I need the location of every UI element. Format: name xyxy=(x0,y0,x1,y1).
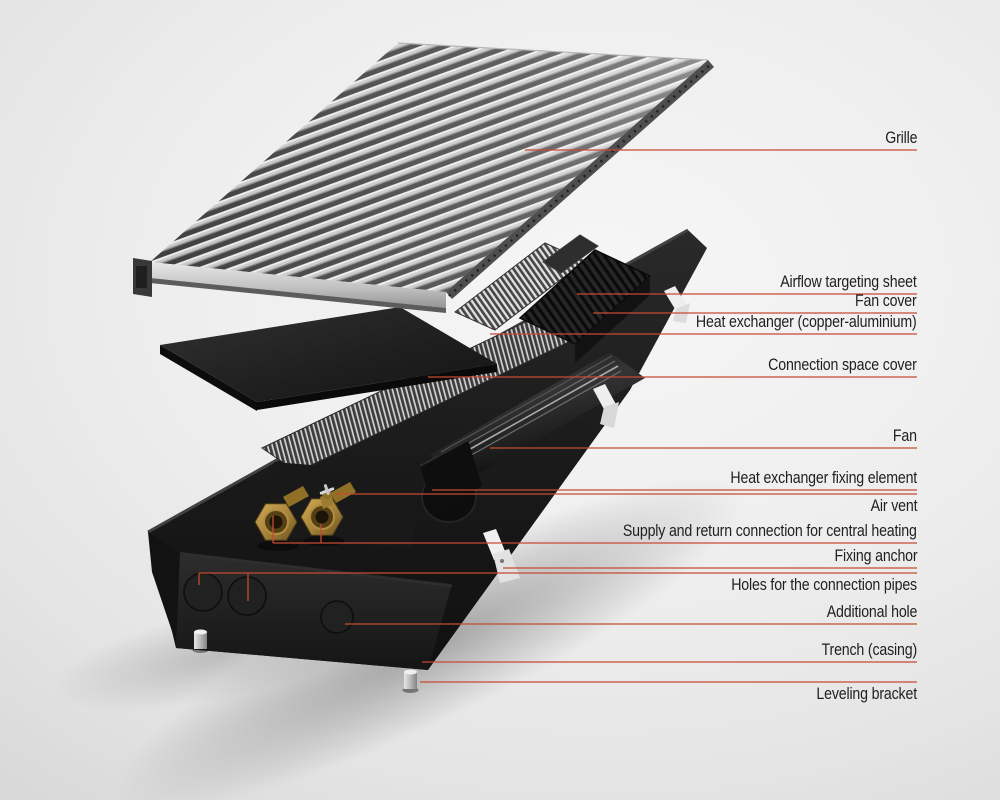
label-holes-for-connection-pipes: Holes for the connection pipes xyxy=(731,576,917,594)
connection-space-cover-part xyxy=(160,307,497,411)
label-air-vent: Air vent xyxy=(870,497,917,515)
label-connection-space-cover: Connection space cover xyxy=(768,356,918,374)
label-fixing-anchor: Fixing anchor xyxy=(834,547,917,565)
label-fan: Fan xyxy=(893,427,917,445)
label-leveling-bracket: Leveling bracket xyxy=(816,685,917,703)
label-supply-return-connection: Supply and return connection for central… xyxy=(623,522,917,540)
label-heat-exchanger-fixing-element: Heat exchanger fixing element xyxy=(730,469,917,487)
connection-pipe-holes xyxy=(183,572,354,634)
far-end-assembly xyxy=(454,234,652,363)
label-additional-hole: Additional hole xyxy=(826,603,917,621)
label-fan-cover: Fan cover xyxy=(855,292,917,310)
airflow-targeting-sheet-part xyxy=(542,234,599,274)
connection-partition xyxy=(264,462,422,548)
fixing-anchors xyxy=(483,286,690,583)
leveling-brackets xyxy=(192,629,419,693)
air-vent-part xyxy=(319,484,335,509)
grille-part xyxy=(133,42,714,313)
additional-hole-part xyxy=(320,600,354,634)
label-heat-exchanger: Heat exchanger (copper-aluminium) xyxy=(696,313,917,331)
label-trench-casing: Trench (casing) xyxy=(821,641,918,659)
label-airflow-targeting-sheet: Airflow targeting sheet xyxy=(780,273,918,291)
label-grille: Grille xyxy=(884,129,917,147)
